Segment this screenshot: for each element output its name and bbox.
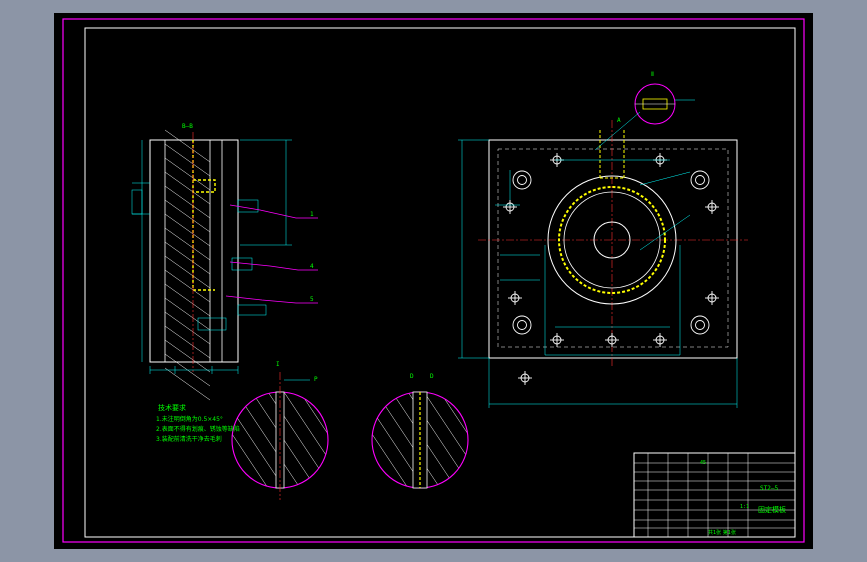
notes-line: 2.表面不得有划痕、锈蚀等缺陷 [156,425,240,433]
hatch-line [164,255,211,289]
notes-title: 技术要求 [158,403,186,412]
section-view-label: B—B [182,123,193,130]
counterbore-hole [690,315,710,335]
detail-left-arrow-label: P [314,376,318,383]
top-detail-label: Ⅱ [651,71,654,78]
counterbore-hole [512,170,532,190]
counterbore-inner [517,175,527,185]
hatch-line [164,283,211,317]
plate-inner-boundary [497,148,729,348]
section-hatch [164,129,211,401]
hatch-line [232,392,277,488]
hatch-line [275,392,328,488]
hatch-line [372,392,417,488]
notes-line: 3.装配前清洗干净去毛刺 [156,435,222,443]
center-bore-inner [563,191,661,289]
hatch-line [164,339,211,373]
title-block-part-name: 固定模板 [758,505,786,514]
title-block[interactable]: 固定模板 ST2—5 1:1 45 共1张 第1张 [633,452,796,538]
center-hole [593,221,631,259]
plan-view[interactable]: A [458,117,748,408]
hatch-line [291,392,328,488]
hatch-line [164,325,211,359]
center-bore-ring [558,186,666,294]
counterbore-hole [690,170,710,190]
detail-right-arrow-label: D [430,373,434,380]
hatch-line [431,392,468,488]
detail-right-label: D [410,373,414,380]
detail-left-label: I [276,361,280,368]
hatch-line [164,269,211,303]
section-view[interactable]: B—B [131,123,318,401]
hatch-line [164,199,211,233]
hatch-line [164,129,211,163]
hatch-line [164,143,211,177]
title-block-drawing-no: ST2—5 [760,485,778,492]
hatch-line [164,213,211,247]
title-block-material: 45 [700,460,706,466]
counterbore-inner [695,320,705,330]
section-outline [149,139,239,363]
hatch-line [164,241,211,275]
counterbore-inner [695,175,705,185]
title-block-sheet: 共1张 第1张 [708,529,736,536]
section-callout: 4 [310,263,314,270]
section-dimensions [131,139,292,374]
section-callout: 5 [310,296,314,303]
hatch-line [164,227,211,261]
top-slot [599,130,625,179]
top-detail-leader [594,111,641,151]
title-block-grid [634,453,795,537]
hatch-line [164,367,211,401]
sheet-background [54,13,813,549]
plate-outline [488,139,738,359]
center-bore-outer [547,175,677,305]
hatch-line [164,185,211,219]
top-detail-view[interactable]: Ⅱ [594,71,695,151]
technical-notes: 技术要求 1.未注明倒角为0.5×45° 2.表面不得有划痕、锈蚀等缺陷 3.装… [156,403,240,443]
hatch-line [164,297,211,331]
notes-line: 1.未注明倒角为0.5×45° [156,415,223,423]
hatch-line [164,171,211,205]
hatch-line [415,392,468,488]
detail-view-left[interactable]: I P [100,361,404,500]
hatch-line [164,311,211,345]
section-leaders [225,204,318,304]
plan-view-label: A [617,117,621,124]
hatch-line [164,157,211,191]
section-callout: 1 [310,211,314,218]
plan-dimensions [458,139,738,408]
counterbore-inner [517,320,527,330]
title-block-scale: 1:1 [740,504,749,510]
sheet-border-outer [62,18,805,543]
counterbore-hole [512,315,532,335]
sheet-border-inner [84,27,796,538]
title-block-frame [633,452,796,538]
